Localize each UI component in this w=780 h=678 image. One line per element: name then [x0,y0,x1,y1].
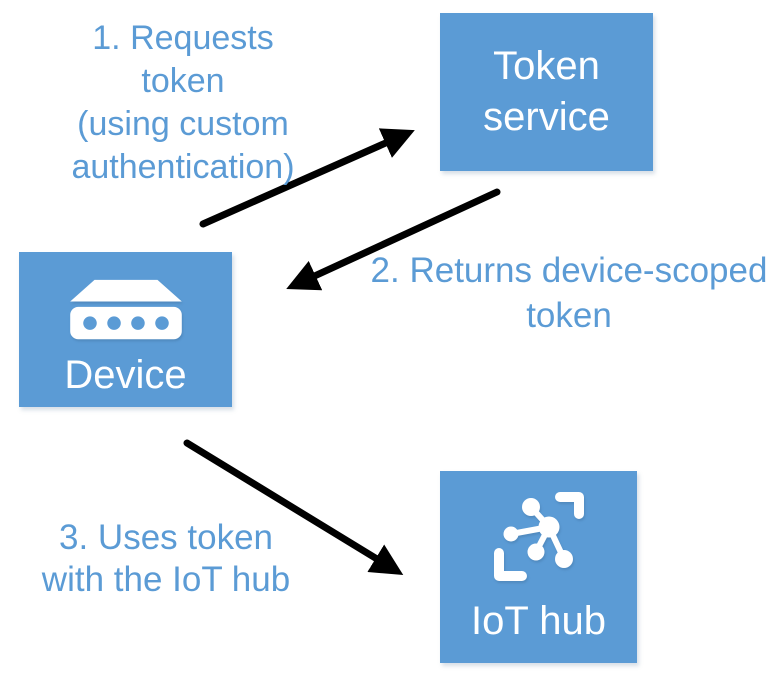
iot-hub-label: IoT hub [471,599,606,643]
label-step3-line2: with the IoT hub [41,560,291,599]
token-service-label-line2: service [483,95,610,139]
device-label: Device [64,353,187,397]
label-step1-requests-token: 1. Requests token (using custom authenti… [8,17,358,189]
label-step3-line1: 3. Uses token [59,518,273,557]
node-device: Device [19,252,232,407]
label-step2-line2: token [526,296,612,335]
label-step1-line4: authentication) [71,148,295,186]
arrow-request-token [199,128,415,228]
label-step3-uses-token: 3. Uses token with the IoT hub [2,517,330,601]
node-iot-hub: IoT hub [440,471,637,663]
iot-hub-icon [493,492,584,581]
arrow-use-token [183,439,404,576]
label-step2-returns-token: 2. Returns device-scoped token [360,248,778,338]
label-step2-line1: 2. Returns device-scoped [370,251,768,290]
label-step1-line2: token [141,62,225,100]
token-service-label-line1: Token [493,44,600,88]
node-token-service: Token service [440,13,653,171]
arrow-return-token [286,188,501,291]
label-step1-line3: (using custom [77,105,289,143]
label-step1-line1: 1. Requests [92,19,274,57]
device-icon [69,279,182,340]
